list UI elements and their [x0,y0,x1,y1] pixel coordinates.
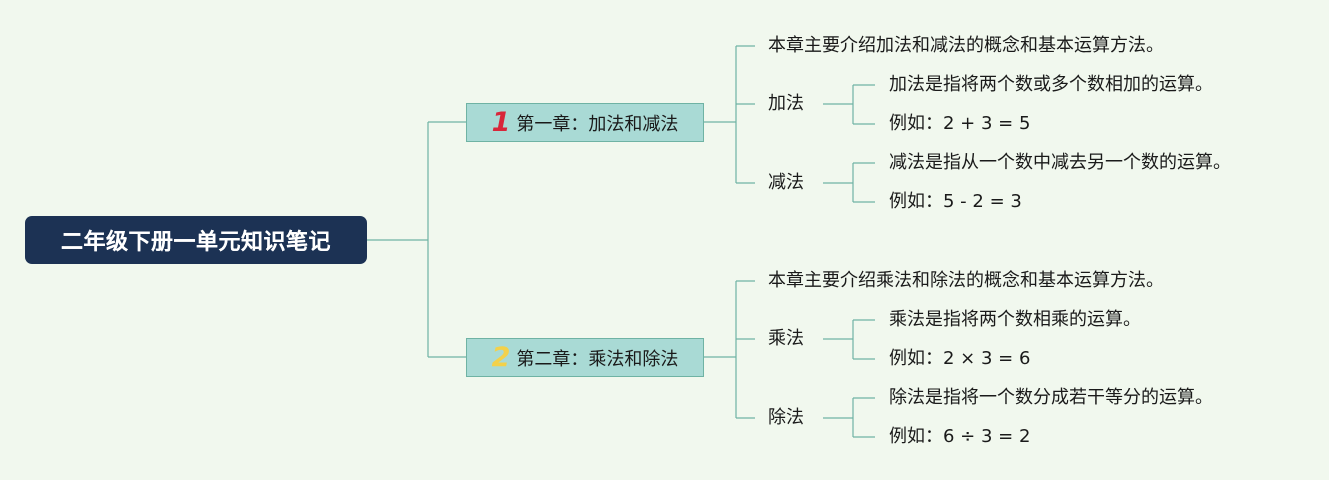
chapter-1-intro[interactable]: 本章主要介绍加法和减法的概念和基本运算方法。 [768,35,1164,56]
division-definition[interactable]: 除法是指将一个数分成若干等分的运算。 [889,387,1213,408]
topic-subtraction[interactable]: 减法 [768,172,804,193]
chapter-2-intro[interactable]: 本章主要介绍乘法和除法的概念和基本运算方法。 [768,270,1164,291]
topic-addition[interactable]: 加法 [768,93,804,114]
addition-definition[interactable]: 加法是指将两个数或多个数相加的运算。 [889,74,1213,95]
chapter-2-node[interactable]: 2 第二章：乘法和除法 [466,338,704,377]
chapter-2-title: 第二章：乘法和除法 [516,348,679,370]
chapter-2-number-icon: 2 [491,342,511,373]
root-node[interactable]: 二年级下册一单元知识笔记 [25,216,367,264]
topic-multiplication[interactable]: 乘法 [768,328,804,349]
multiplication-example[interactable]: 例如：2 × 3 = 6 [889,348,1031,369]
subtraction-example[interactable]: 例如：5 - 2 = 3 [889,191,1022,212]
chapter-1-number-icon: 1 [491,107,511,138]
chapter-1-title: 第一章：加法和减法 [516,113,679,135]
root-title: 二年级下册一单元知识笔记 [60,230,331,255]
chapter-1-node[interactable]: 1 第一章：加法和减法 [466,103,704,142]
topic-division[interactable]: 除法 [768,407,804,428]
subtraction-definition[interactable]: 减法是指从一个数中减去另一个数的运算。 [889,152,1231,173]
division-example[interactable]: 例如：6 ÷ 3 = 2 [889,426,1031,447]
addition-example[interactable]: 例如：2 + 3 = 5 [889,113,1031,134]
multiplication-definition[interactable]: 乘法是指将两个数相乘的运算。 [889,309,1141,330]
